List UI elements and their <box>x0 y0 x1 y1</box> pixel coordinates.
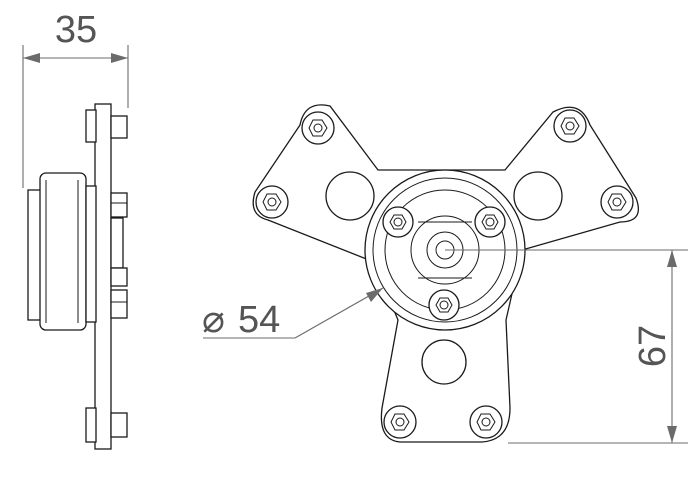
dimension-width: 35 <box>22 9 129 188</box>
arm-bolt-top-left <box>301 111 335 145</box>
hub-bolt-left <box>382 206 414 238</box>
side-plate <box>94 103 112 450</box>
side-nut-2 <box>110 267 128 287</box>
dimension-width-label: 35 <box>55 9 97 51</box>
front-cutout-left <box>325 171 375 221</box>
side-stud-top-left <box>85 109 97 143</box>
front-view <box>252 104 640 443</box>
side-stud-bottom-right <box>110 412 128 438</box>
dimension-height: 67 <box>445 249 688 444</box>
side-hub-flange <box>85 185 97 323</box>
hub-bolt-bottom <box>428 289 460 321</box>
arm-bolt-right <box>600 185 634 219</box>
side-nut-3 <box>110 289 128 319</box>
arm-bolt-bottom-right <box>469 405 503 439</box>
side-nut-1 <box>110 192 128 218</box>
dimension-height-label: 67 <box>632 325 674 367</box>
side-stud-bottom-left <box>85 407 97 443</box>
side-hub-body <box>39 172 87 331</box>
dimension-diameter-symbol: ⌀ <box>202 299 225 341</box>
side-spacer <box>110 217 124 269</box>
front-cutout-right <box>513 171 563 221</box>
arm-bolt-bottom-left <box>383 405 417 439</box>
arm-bolt-top-right <box>553 109 587 143</box>
dimension-diameter-value: 54 <box>238 299 280 341</box>
front-cutout-bottom <box>421 339 467 385</box>
hub-bolt-right <box>474 206 506 238</box>
side-stud-top-right <box>110 115 128 139</box>
side-view <box>27 103 128 450</box>
dimension-diameter: ⌀ 54 <box>202 287 384 341</box>
arm-bolt-left <box>255 185 289 219</box>
